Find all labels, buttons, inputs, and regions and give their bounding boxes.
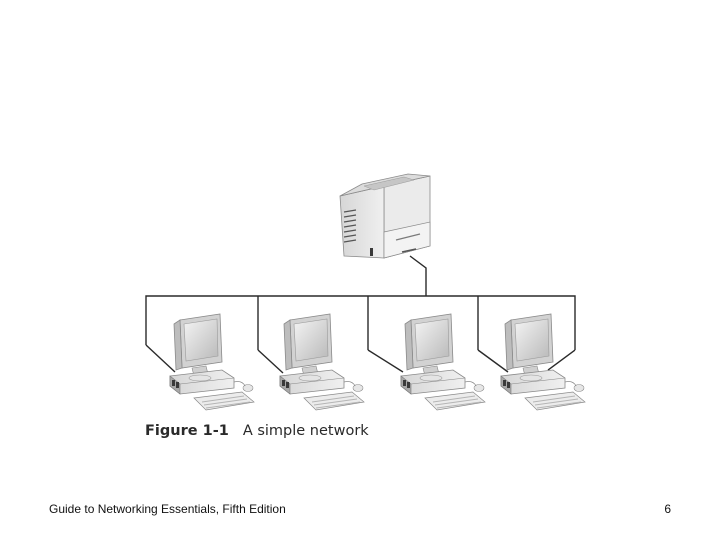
computer-3 — [400, 313, 486, 411]
printer-icon — [339, 173, 431, 259]
computer-4 — [500, 313, 586, 411]
footer-book-title: Guide to Networking Essentials, Fifth Ed… — [49, 502, 286, 516]
desktop-computer-icon — [500, 313, 586, 411]
network-cabling — [145, 255, 576, 374]
computer-1 — [169, 313, 255, 411]
figure-caption: Figure 1-1 A simple network — [145, 423, 369, 439]
figure-label: Figure 1-1 — [145, 423, 229, 439]
footer-page-number: 6 — [664, 502, 671, 516]
computer-2 — [279, 313, 365, 411]
figure-title: A simple network — [242, 423, 369, 439]
desktop-computer-icon — [400, 313, 486, 411]
desktop-computer-icon — [279, 313, 365, 411]
desktop-computer-icon — [169, 313, 255, 411]
